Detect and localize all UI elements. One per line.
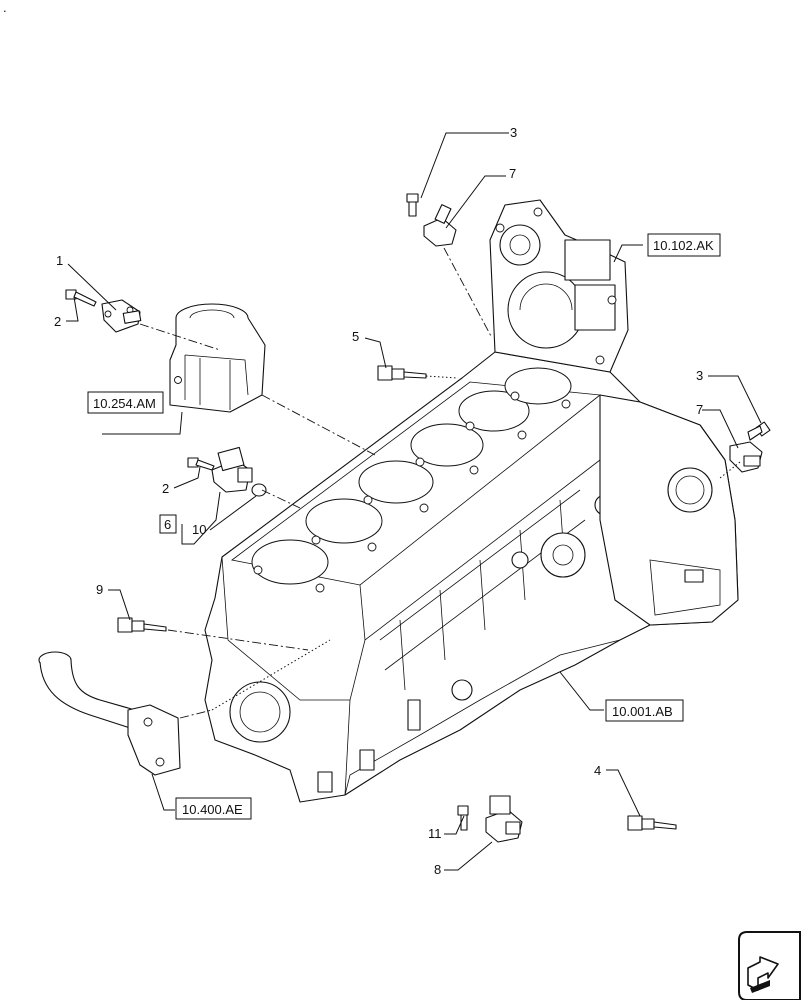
engine-block <box>204 199 739 803</box>
leader-lines <box>66 132 762 871</box>
sensor-item-8 <box>485 795 523 843</box>
reference-boxes: 10.102.AK 10.254.AM 10.001.AB 10.400.AE <box>87 233 721 820</box>
bolt-item-3-top <box>406 193 419 217</box>
callouts: 1 2 2 3 3 4 5 6 7 7 8 9 10 11 <box>54 125 703 877</box>
cylinder-bore-3 <box>358 460 434 504</box>
cylinder-bore-2 <box>305 498 383 544</box>
next-page-arrow-icon[interactable] <box>738 931 801 1000</box>
callout-7: 7 <box>696 402 703 417</box>
sensor-item-1 <box>101 299 142 333</box>
temp-sensor-item-9 <box>117 617 167 633</box>
callout-9: 9 <box>96 582 103 597</box>
reference-engine-block: 10.001.AB <box>612 704 673 719</box>
temp-sensor-item-4 <box>627 815 677 831</box>
bolt-item-2-mid <box>187 457 215 471</box>
top-mark: . <box>3 0 7 15</box>
callout-7: 7 <box>509 166 516 181</box>
callout-2: 2 <box>162 481 169 496</box>
callout-1: 1 <box>56 253 63 268</box>
callout-5: 5 <box>352 329 359 344</box>
callout-3: 3 <box>696 368 703 383</box>
callout-6-box <box>159 514 177 534</box>
cylinder-bore-4 <box>410 423 484 467</box>
sensor-item-7-top <box>423 204 457 247</box>
o-ring-item-10 <box>251 483 267 497</box>
callout-8: 8 <box>434 862 441 877</box>
bolt-item-3-right <box>747 421 771 441</box>
cylinder-bore-6 <box>504 367 572 405</box>
callout-10: 10 <box>192 522 206 537</box>
reference-timing-case: 10.102.AK <box>653 238 714 253</box>
temp-sensor-item-5 <box>377 365 427 381</box>
sensor-item-7-right <box>729 441 763 473</box>
callout-3: 3 <box>510 125 517 140</box>
sensor-item-6 <box>211 446 253 493</box>
callout-6: 6 <box>164 517 171 532</box>
reference-water-pipe: 10.400.AE <box>182 802 243 817</box>
callout-4: 4 <box>594 763 601 778</box>
intake-elbow <box>169 303 266 413</box>
callout-2: 2 <box>54 314 61 329</box>
cylinder-bore-1 <box>251 539 329 585</box>
cylinder-bore-5 <box>458 390 530 432</box>
reference-intake-manifold: 10.254.AM <box>93 396 156 411</box>
bolt-item-2-top <box>65 289 97 307</box>
assembly-lines <box>139 247 741 719</box>
callout-11: 11 <box>428 826 442 841</box>
water-pipe <box>38 651 181 776</box>
